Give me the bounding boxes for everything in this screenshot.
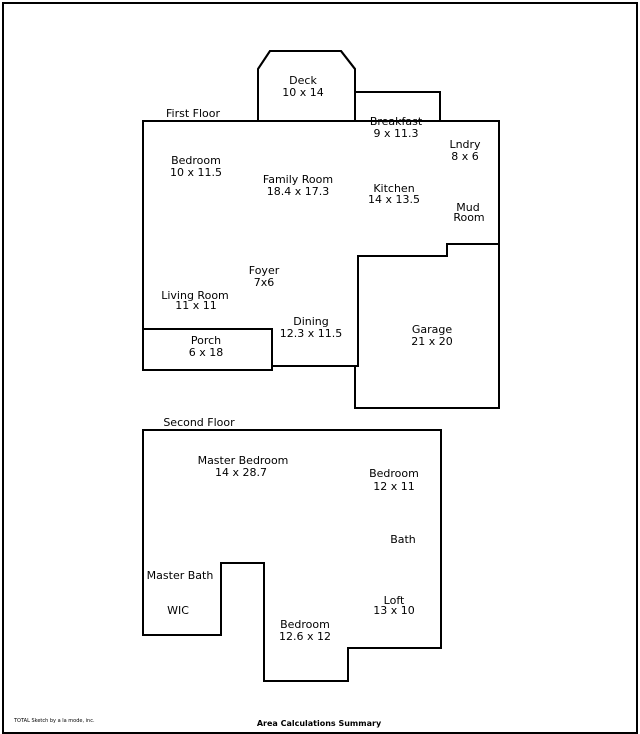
room-size-bedroom-1: 10 x 11.5 [170, 166, 222, 179]
room-name-wic: WIC [167, 604, 189, 617]
room-name-porch: Porch [191, 334, 221, 347]
room-name-bedroom-3: Bedroom [280, 618, 330, 631]
second-floor-outline [142, 429, 442, 682]
room-size-porch: 6 x 18 [189, 346, 224, 359]
garage-outline [354, 243, 500, 409]
room-name-breakfast: Breakfast [370, 115, 423, 128]
software-credit: TOTAL Sketch by a la mode, inc. [13, 718, 95, 724]
room-name-bedroom-2: Bedroom [369, 467, 419, 480]
room-name-living-room: Living Room [161, 289, 229, 302]
room-name-master-bath: Master Bath [147, 569, 214, 582]
room-size-family-room: 18.4 x 17.3 [267, 185, 330, 198]
room-name-foyer: Foyer [249, 264, 280, 277]
room-size-dining: 12.3 x 11.5 [280, 327, 343, 340]
room-name-laundry: Lndry [449, 138, 481, 151]
room-size-garage: 21 x 20 [411, 335, 453, 348]
room-size-breakfast: 9 x 11.3 [374, 127, 419, 140]
room-size-bedroom-3: 12.6 x 12 [279, 630, 331, 643]
room-name-deck: Deck [289, 74, 317, 87]
area-calculations-title: Area Calculations Summary [257, 719, 382, 728]
room-name-family-room: Family Room [263, 173, 333, 186]
room-name-bath: Bath [390, 533, 416, 546]
room-size-bedroom-2: 12 x 11 [373, 480, 415, 493]
second-floor-plan [142, 429, 442, 682]
breakfast-wall [355, 91, 441, 121]
room-size-loft: 13 x 10 [373, 604, 415, 617]
room-name-dining: Dining [293, 315, 329, 328]
room-size-deck: 10 x 14 [282, 86, 324, 99]
room-name-mud-room-line-2: Room [453, 211, 484, 224]
room-size-foyer: 7x6 [254, 276, 275, 289]
deck-outline [257, 50, 356, 122]
room-name-garage: Garage [412, 323, 453, 336]
first-floor-label: First Floor [166, 107, 220, 120]
porch-outline [142, 328, 273, 371]
room-size-kitchen: 14 x 13.5 [368, 193, 420, 206]
room-name-loft: Loft [384, 594, 405, 607]
room-name-mud-room-line-1: Mud [456, 201, 479, 214]
room-size-living-room: 11 x 11 [175, 299, 217, 312]
room-name-bedroom-1: Bedroom [171, 154, 221, 167]
room-size-master-bedroom: 14 x 28.7 [215, 466, 267, 479]
first-floor-plan [142, 50, 500, 409]
room-name-master-bedroom: Master Bedroom [198, 454, 289, 467]
room-name-kitchen: Kitchen [373, 182, 414, 195]
second-floor-label: Second Floor [163, 416, 235, 429]
room-size-laundry: 8 x 6 [451, 150, 479, 163]
